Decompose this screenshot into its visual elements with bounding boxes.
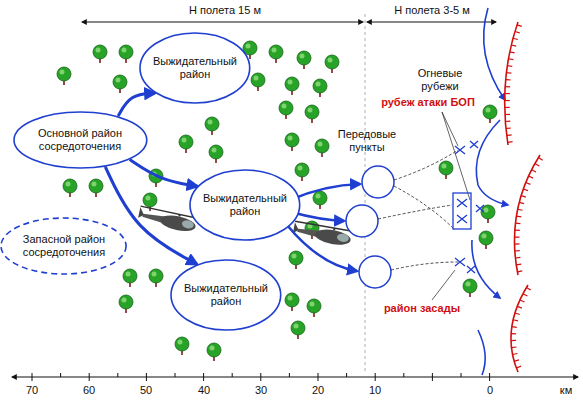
axis-label: 70 [26,384,38,397]
map-label: Передовые пункты [331,128,403,153]
tree-symbol [295,163,309,181]
front-line-ticks [505,25,543,368]
area-name: Запасной район сосредоточения [13,233,115,258]
tree-symbol [175,337,189,355]
tree-symbol [209,145,223,163]
fire-position [453,141,484,273]
tree-symbol [479,231,493,249]
manoeuvre-arrow [472,8,508,375]
tree-symbol [179,135,193,153]
tree-symbol [207,343,221,361]
zone-label: район засады [384,302,460,315]
tree-symbol [481,205,495,223]
height-scale [82,14,496,372]
axis-label: 40 [198,384,210,397]
axis-label: км [560,384,572,397]
movement-arrow [130,160,198,187]
tree-symbol [251,73,265,91]
movement-arrow [118,93,155,116]
tree-symbol [297,51,311,69]
distance-axis [12,377,578,378]
tree-symbol [113,75,127,93]
tree-symbol [285,77,299,95]
tree-symbol [119,45,133,63]
tree-symbol [57,67,71,85]
axis-label: 20 [312,384,324,397]
tree-symbol [285,293,299,311]
tree-symbol [315,139,329,157]
tree-symbol [313,79,327,97]
leader-line [432,112,470,300]
tree-symbol [205,117,219,135]
area-name: Выжидательный район [200,192,289,217]
axis-label: 50 [140,384,152,397]
area-name: Выжидательный район [150,55,239,80]
tree-symbol [269,45,283,63]
axis-label: 60 [83,384,95,397]
area-ellipse: Выжидательный район [170,259,282,331]
tree-symbol [279,101,293,119]
tree-symbol [289,251,303,269]
front-line [505,22,540,372]
area-name: Основной район сосредоточения [26,127,134,152]
area-ellipse: Основной район сосредоточения [13,111,148,169]
approach-line [378,150,458,270]
map-label: Н полета 3-5 м [394,4,470,17]
map-label: Огневые рубежи [409,67,471,92]
tree-symbol [325,55,339,73]
tree-symbol [439,161,453,179]
tree-symbol [93,45,107,63]
tree-symbol [119,295,133,313]
area-ellipse: Выжидательный район [189,169,301,241]
tree-symbol [305,105,319,123]
axis-label: 10 [369,384,381,397]
tree-symbol [463,279,477,297]
tree-symbol [313,191,327,209]
tree-symbol [89,179,103,197]
tree-symbol [483,105,497,123]
tree-symbol [149,269,163,287]
map-label: Н полета 15 м [189,4,261,17]
tree-symbol [307,299,321,317]
tree-symbol [285,133,299,151]
tree-group [57,41,497,361]
axis-label: 30 [255,384,267,397]
axis-ticks [32,373,490,381]
reserve-area-ellipse: Запасной район сосредоточения [0,217,127,275]
axis-label: 0 [487,384,493,397]
tree-symbol [291,321,305,339]
area-name: Выжидательный район [181,282,270,307]
tree-symbol [63,179,77,197]
tree-symbol [123,269,137,287]
area-ellipse: Выжидательный район [139,32,251,104]
zone-label: рубеж атаки БОП [381,96,475,109]
